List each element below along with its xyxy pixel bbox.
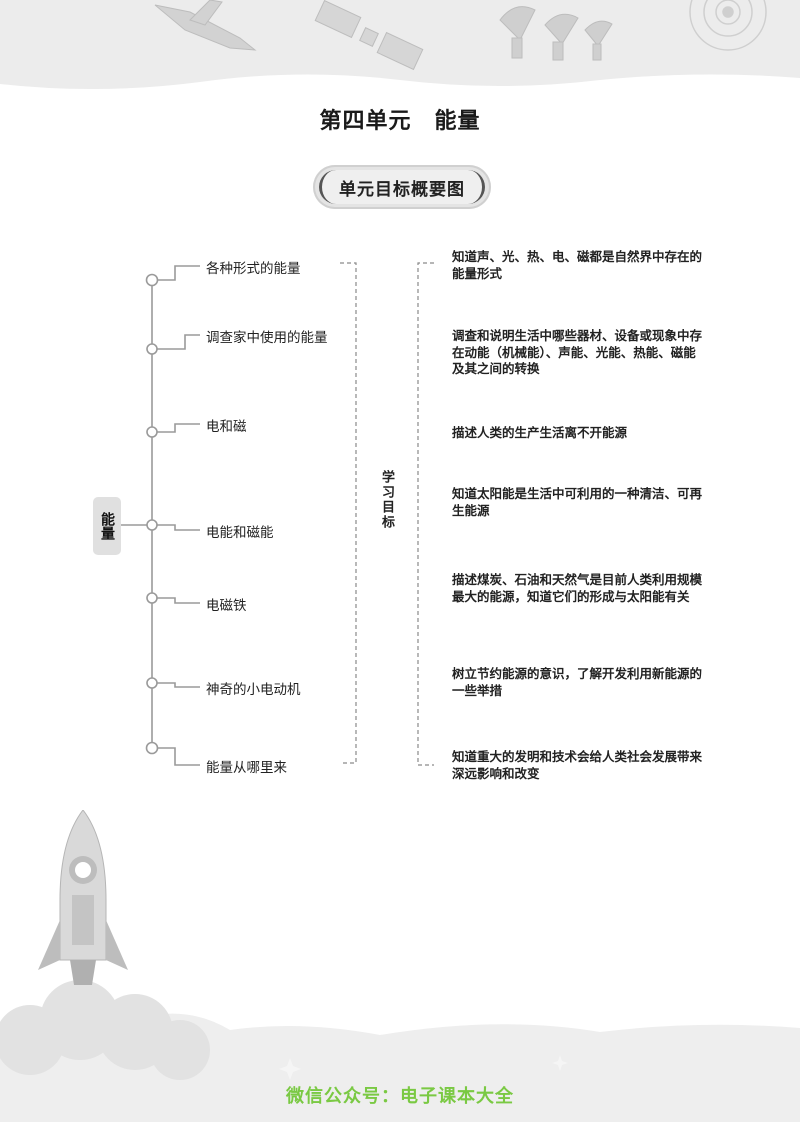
smoke-cloud-icon bbox=[0, 980, 210, 1080]
satellite-icon bbox=[314, 0, 424, 71]
goal-item: 描述人类的生产生活离不开能源 bbox=[452, 425, 628, 440]
goal-item: 知道重大的发明和技术会给人类社会发展带来深远影响和改变 bbox=[452, 749, 703, 781]
learning-goals-label: 学习目标 bbox=[379, 470, 394, 530]
topic-item: 电磁铁 bbox=[206, 598, 247, 614]
topic-item: 调查家中使用的能量 bbox=[206, 330, 328, 346]
section-badge: 单元目标概要图 bbox=[313, 165, 491, 209]
goal-item: 树立节约能源的意识，了解开发利用新能源的一些举措 bbox=[452, 666, 703, 698]
topic-item: 神奇的小电动机 bbox=[206, 682, 301, 698]
goal-item: 知道声、光、热、电、磁都是自然界中存在的能量形式 bbox=[452, 249, 703, 281]
header-decoration bbox=[0, 0, 800, 90]
solar-system-icon bbox=[689, 0, 767, 51]
mindmap-root: 能量 bbox=[93, 497, 121, 555]
section-badge-label: 单元目标概要图 bbox=[319, 170, 485, 204]
topic-item: 能量从哪里来 bbox=[206, 760, 287, 776]
goal-item: 描述煤炭、石油和天然气是目前人类利用规模最大的能源，知道它们的形成与太阳能有关 bbox=[452, 572, 703, 604]
footer-decoration bbox=[0, 810, 800, 1122]
watermark-text: 微信公众号：电子课本大全 bbox=[286, 1086, 514, 1107]
space-shuttle-icon bbox=[154, 0, 257, 51]
topic-item: 电和磁 bbox=[206, 419, 247, 435]
topic-item: 电能和磁能 bbox=[206, 525, 274, 541]
page-title: 第四单元 能量 bbox=[319, 108, 481, 134]
sparkle-icon bbox=[279, 1055, 568, 1080]
topic-item: 各种形式的能量 bbox=[206, 261, 301, 277]
goal-item: 调查和说明生活中哪些器材、设备或现象中存在动能（机械能）、声能、光能、热能、磁能… bbox=[452, 328, 703, 376]
goal-item: 知道太阳能是生活中可利用的一种清洁、可再生能源 bbox=[452, 486, 703, 518]
rocket-icon bbox=[38, 810, 128, 985]
radar-dish-icon bbox=[499, 6, 613, 61]
